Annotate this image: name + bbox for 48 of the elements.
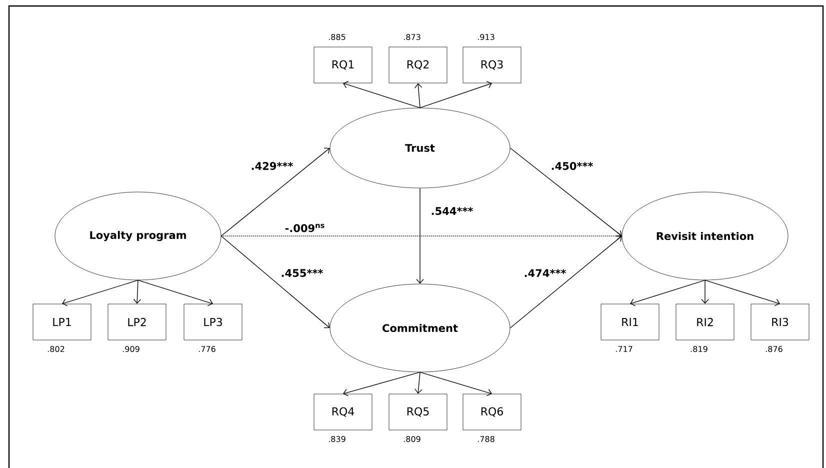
arrow [133, 280, 142, 304]
arrow [630, 280, 706, 306]
arrow [220, 232, 622, 240]
arrow [62, 280, 138, 306]
indicator-box: RI3 [750, 304, 810, 340]
arrow [420, 372, 492, 396]
arrow [416, 188, 424, 284]
indicator-box: RQ2 [388, 46, 448, 84]
indicator-box: RQ1 [314, 46, 372, 84]
loading-value: .839 [328, 436, 346, 442]
arrow [510, 148, 622, 236]
path-coefficient: .455*** [280, 268, 324, 278]
loading-value: .717 [616, 346, 632, 352]
path-coefficient: .450*** [550, 161, 594, 171]
loading-value: .776 [198, 346, 216, 352]
arrow [510, 236, 622, 328]
loading-value: .802 [48, 346, 64, 352]
indicator-box: LP2 [108, 304, 166, 340]
indicator-box: RQ6 [462, 394, 522, 430]
arrow [701, 280, 709, 304]
path-coefficient: .474*** [522, 268, 568, 278]
indicator-box: RI2 [676, 304, 734, 340]
arrow [220, 236, 330, 328]
loading-value: .909 [122, 346, 140, 352]
loading-value: .873 [404, 34, 420, 40]
arrow [343, 80, 420, 108]
loading-value: .809 [404, 436, 420, 442]
indicator-box: RQ4 [314, 394, 372, 430]
loading-value: .788 [478, 436, 494, 442]
arrow [414, 83, 422, 108]
arrow [220, 148, 330, 236]
arrow [343, 372, 420, 396]
loading-value: .819 [690, 346, 708, 352]
arrow [704, 280, 780, 306]
loading-value: .876 [766, 346, 782, 352]
loading-value: .885 [328, 34, 346, 40]
indicator-box: RI1 [600, 304, 660, 340]
path-coefficient: .544*** [430, 206, 474, 216]
indicator-box: RQ3 [462, 46, 522, 84]
indicator-box: LP1 [32, 304, 92, 340]
arrow [414, 372, 422, 394]
arrow [420, 81, 492, 108]
path-coefficient: -.009$^{ns}$ [284, 222, 326, 234]
indicator-box: LP3 [184, 304, 242, 340]
path-coefficient: .429*** [250, 161, 294, 171]
loading-value: .913 [478, 34, 494, 40]
arrow [138, 280, 213, 306]
indicator-box: RQ5 [388, 394, 448, 430]
